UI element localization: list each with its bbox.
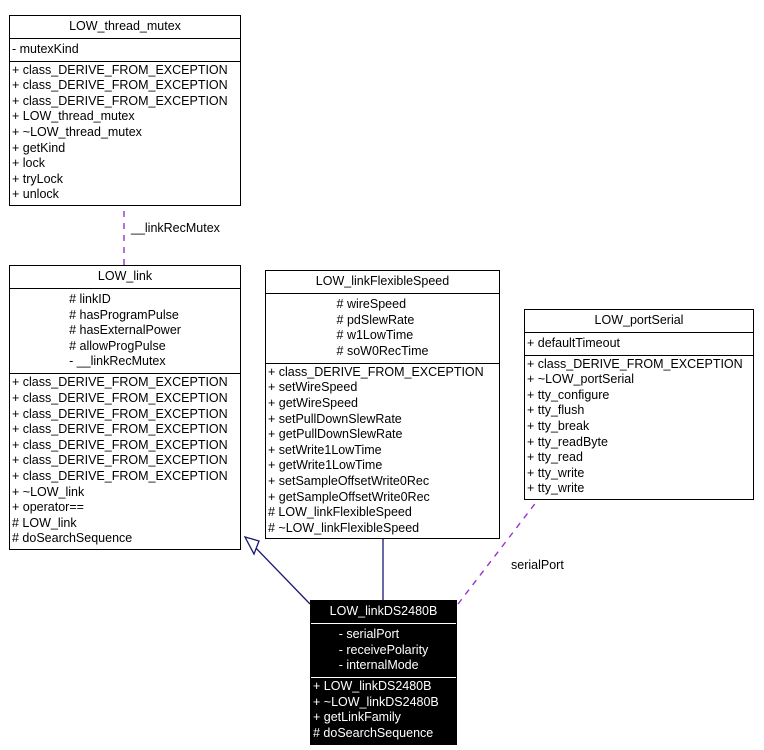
- operation-row: + class_DERIVE_FROM_EXCEPTION: [527, 356, 743, 371]
- class-title: LOW_linkDS2480B: [311, 601, 456, 624]
- operation-row: + class_DERIVE_FROM_EXCEPTION: [12, 453, 228, 468]
- operation-row: + LOW_thread_mutex: [12, 109, 135, 124]
- operation-row: + ~LOW_portSerial: [527, 372, 634, 387]
- class-attributes: # wireSpeed # pdSlewRate # w1LowTime # s…: [266, 294, 499, 364]
- operation-row: + class_DERIVE_FROM_EXCEPTION: [12, 422, 228, 437]
- operation-row: # ~LOW_linkFlexibleSpeed: [268, 520, 420, 535]
- edge-inherit-low-link: [243, 535, 311, 605]
- operation-row: + class_DERIVE_FROM_EXCEPTION: [12, 375, 228, 390]
- class-operations: + class_DERIVE_FROM_EXCEPTION + class_DE…: [10, 62, 240, 205]
- attribute-row: - serialPort: [338, 627, 400, 641]
- operation-row: + tty_configure: [527, 387, 610, 402]
- attribute-row: - __linkRecMutex: [69, 354, 166, 369]
- class-operations: + class_DERIVE_FROM_EXCEPTION + setWireS…: [266, 364, 499, 539]
- class-title: LOW_portSerial: [525, 310, 753, 333]
- operation-row: + getSampleOffsetWrite0Rec: [268, 489, 430, 504]
- attribute-row: - receivePolarity: [338, 642, 429, 657]
- operation-row: # doSearchSequence: [12, 531, 133, 546]
- class-title: LOW_thread_mutex: [10, 16, 240, 39]
- attribute-row: # allowProgPulse: [69, 338, 166, 353]
- operation-row: + tty_flush: [527, 403, 585, 418]
- attribute-row: - mutexKind: [12, 42, 79, 56]
- class-attributes: - mutexKind: [10, 39, 240, 62]
- operation-row: + getPullDownSlewRate: [268, 427, 403, 442]
- class-box-low-linkflexiblespeed[interactable]: LOW_linkFlexibleSpeed # wireSpeed # pdSl…: [265, 270, 500, 540]
- class-attributes: - serialPort - receivePolarity - interna…: [311, 624, 456, 679]
- attribute-row: # soW0RecTime: [336, 343, 429, 358]
- operation-row: + unlock: [12, 187, 59, 202]
- operation-row: + ~LOW_link: [12, 484, 85, 499]
- class-box-low-linkds2480b[interactable]: LOW_linkDS2480B - serialPort - receivePo…: [310, 600, 457, 745]
- operation-row: + tty_write: [527, 465, 585, 480]
- class-operations: + LOW_linkDS2480B + ~LOW_linkDS2480B + g…: [311, 678, 456, 743]
- operation-row: + getWrite1LowTime: [268, 458, 383, 473]
- attribute-row: # hasProgramPulse: [69, 307, 179, 322]
- class-attributes: + defaultTimeout: [525, 333, 753, 356]
- attribute-block: # wireSpeed # pdSlewRate # w1LowTime # s…: [337, 297, 429, 359]
- operation-row: + tty_readByte: [527, 434, 608, 449]
- class-title: LOW_linkFlexibleSpeed: [266, 271, 499, 294]
- attribute-row: # wireSpeed: [336, 297, 407, 311]
- operation-row: + tty_break: [527, 418, 590, 433]
- operation-row: + class_DERIVE_FROM_EXCEPTION: [268, 364, 484, 379]
- operation-row: + class_DERIVE_FROM_EXCEPTION: [12, 93, 228, 108]
- operation-row: + setPullDownSlewRate: [268, 411, 402, 426]
- attribute-block: # linkID # hasProgramPulse # hasExternal…: [69, 292, 181, 370]
- class-title: LOW_link: [10, 266, 240, 289]
- operation-row: # LOW_linkFlexibleSpeed: [268, 505, 412, 520]
- attribute-row: # hasExternalPower: [69, 323, 181, 338]
- edge-label-serialport: serialPort: [511, 558, 564, 572]
- operation-row: + getWireSpeed: [268, 395, 358, 410]
- operation-row: + class_DERIVE_FROM_EXCEPTION: [12, 62, 228, 77]
- class-box-low-thread-mutex[interactable]: LOW_thread_mutex - mutexKind + class_DER…: [9, 15, 241, 206]
- operation-row: + getKind: [12, 140, 66, 155]
- operation-row: + class_DERIVE_FROM_EXCEPTION: [12, 437, 228, 452]
- operation-row: + setWrite1LowTime: [268, 442, 382, 457]
- operation-row: + tty_write: [527, 481, 585, 496]
- attribute-row: - internalMode: [338, 658, 419, 673]
- edge-label-linkrecmutex: __linkRecMutex: [131, 221, 220, 235]
- operation-row: + ~LOW_thread_mutex: [12, 124, 142, 139]
- operation-row: # LOW_link: [12, 515, 77, 530]
- operation-row: + class_DERIVE_FROM_EXCEPTION: [12, 390, 228, 405]
- operation-row: + LOW_linkDS2480B: [313, 679, 432, 694]
- attribute-row: # pdSlewRate: [336, 312, 415, 327]
- operation-row: + class_DERIVE_FROM_EXCEPTION: [12, 468, 228, 483]
- operation-row: + class_DERIVE_FROM_EXCEPTION: [12, 78, 228, 93]
- class-box-low-portserial[interactable]: LOW_portSerial + defaultTimeout + class_…: [524, 309, 754, 500]
- operation-row: + class_DERIVE_FROM_EXCEPTION: [12, 406, 228, 421]
- operation-row: + getLinkFamily: [313, 710, 401, 725]
- operation-row: + operator==: [12, 500, 84, 515]
- class-attributes: # linkID # hasProgramPulse # hasExternal…: [10, 289, 240, 375]
- class-operations: + class_DERIVE_FROM_EXCEPTION + class_DE…: [10, 374, 240, 549]
- operation-row: + setSampleOffsetWrite0Rec: [268, 473, 430, 488]
- attribute-block: - serialPort - receivePolarity - interna…: [339, 627, 429, 674]
- attribute-row: + defaultTimeout: [527, 336, 620, 350]
- operation-row: + tryLock: [12, 171, 64, 186]
- attribute-row: # w1LowTime: [336, 328, 414, 343]
- operation-row: + ~LOW_linkDS2480B: [313, 694, 439, 709]
- class-box-low-link[interactable]: LOW_link # linkID # hasProgramPulse # ha…: [9, 265, 241, 550]
- operation-row: + lock: [12, 156, 46, 171]
- operation-row: + setWireSpeed: [268, 380, 358, 395]
- operation-row: # doSearchSequence: [313, 725, 434, 740]
- class-operations: + class_DERIVE_FROM_EXCEPTION + ~LOW_por…: [525, 356, 753, 499]
- operation-row: + tty_read: [527, 450, 583, 465]
- attribute-row: # linkID: [69, 292, 111, 306]
